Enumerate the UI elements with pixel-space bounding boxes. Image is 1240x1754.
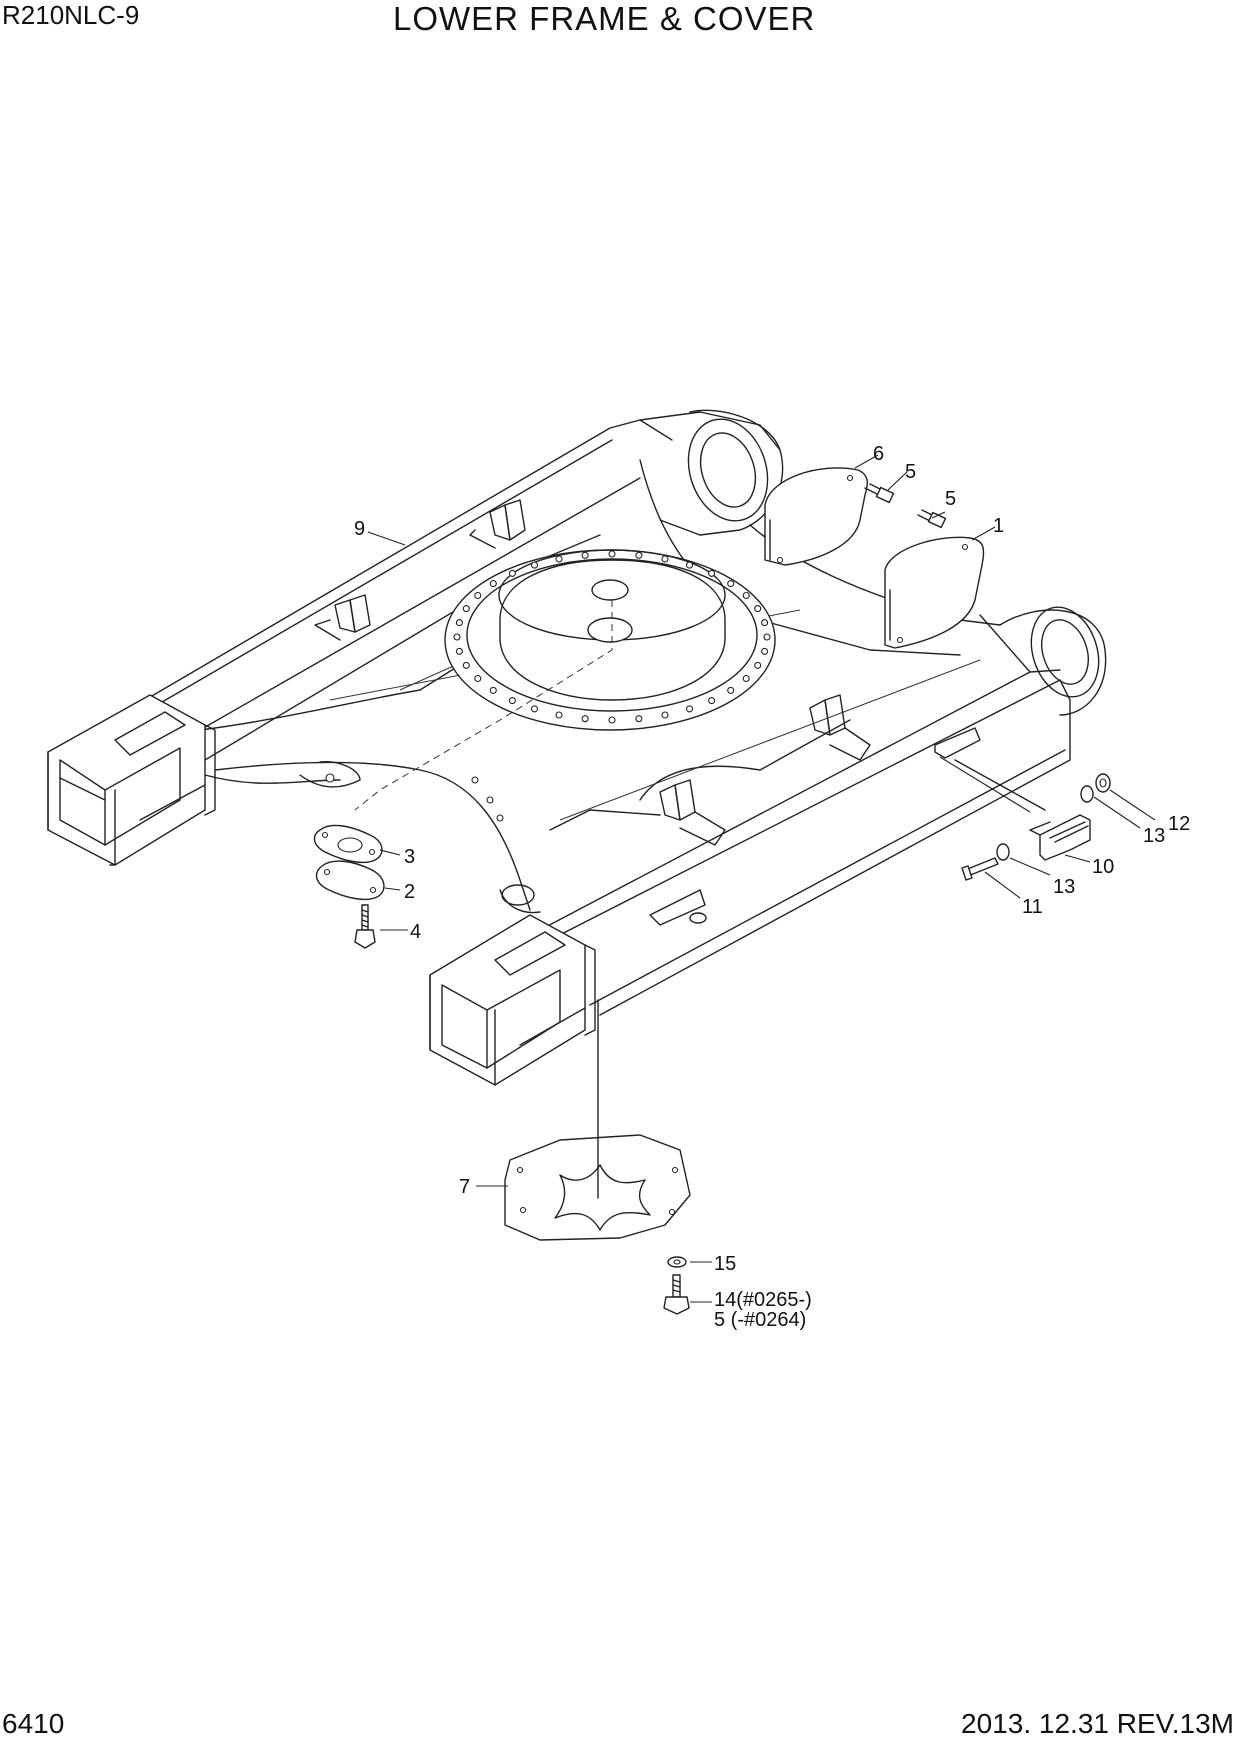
callout-14: 14(#0265-) [714,1289,812,1311]
washer-13b [1080,785,1094,803]
bolt-hole [453,633,461,641]
bolt-hole [462,661,470,669]
bolt-hole [508,697,516,705]
bolt-hole [727,580,735,588]
bolt-hole [474,591,482,600]
callout-4: 4 [410,921,421,943]
bolt-hole [761,647,769,655]
bolt-hole [754,605,762,613]
bolt-hole [555,711,563,719]
callout-11: 11 [1022,896,1043,918]
bolt-hole [754,661,762,669]
bolt-hole [661,555,669,563]
callout-2: 2 [404,881,415,903]
callout-7: 7 [459,1176,470,1198]
bolt-hole [761,619,769,627]
bolt-hole [474,674,482,683]
bolt-hole [635,551,643,559]
bolt-hole [742,674,750,683]
bolt-hole [685,561,694,569]
callout-5-lower: 5 (-#0264) [714,1309,806,1331]
callout-13-upper: 13 [1143,825,1165,847]
callout-6: 6 [873,443,884,465]
bolt-hole [742,591,750,600]
callout-3: 3 [404,846,415,868]
lower-frame [47,409,1107,1086]
bolt-hole [581,551,589,559]
bolt-hole [581,715,589,723]
leader-lines [367,454,1156,1303]
bearing-bolt-holes [453,550,771,724]
callout-15: 15 [714,1253,736,1275]
bolt-hole [727,686,735,694]
revision-date: 2013. 12.31 REV.13M [961,1708,1234,1739]
bolt-hole [530,705,539,713]
bolt-hole [455,647,463,655]
bolt-hole [661,711,669,719]
bolt-hole [635,715,643,723]
callout-13-lower: 13 [1053,876,1075,898]
bolt-hole [489,686,497,694]
bolt-5b [917,509,947,529]
model-name: R210NLC-9 [2,0,140,30]
page-title: LOWER FRAME & COVER [393,0,816,37]
bolt-4 [354,904,376,949]
bolt-hole [508,569,516,577]
callout-9: 9 [354,518,365,540]
bolt-hole [555,555,563,563]
bolt-hole [708,569,716,577]
callout-12: 12 [1168,813,1190,835]
bolt-hole [685,705,694,713]
bolt-hole [530,561,539,569]
bolt-hole [608,550,616,558]
step-10 [1029,814,1091,861]
bolt-5a [864,483,895,504]
callout-1: 1 [993,515,1004,537]
bolt-11 [961,857,999,881]
callout-5-mid: 5 [945,488,956,510]
washer-13a [996,843,1010,861]
page-number: 6410 [2,1708,65,1739]
bolt-hole [455,619,463,627]
washer-15 [667,1256,687,1268]
bolt-hole [608,716,616,724]
bolt-hole [462,605,470,613]
nut-12 [1095,773,1111,793]
callout-10: 10 [1092,856,1114,878]
bolt-14 [663,1274,690,1315]
bolt-hole [763,633,771,641]
callout-5-upper: 5 [905,461,916,483]
cover-1 [884,509,985,649]
callout-labels: 9 6 5 5 1 3 2 4 7 15 14(#0265-) 5 (-#026… [354,443,1190,1331]
cover-6 [764,467,895,566]
plate-2 [315,860,385,901]
under-cover-7 [504,999,691,1241]
bolt-hole [708,697,716,705]
bolt-hole [489,580,497,588]
plate-3 [313,824,383,864]
